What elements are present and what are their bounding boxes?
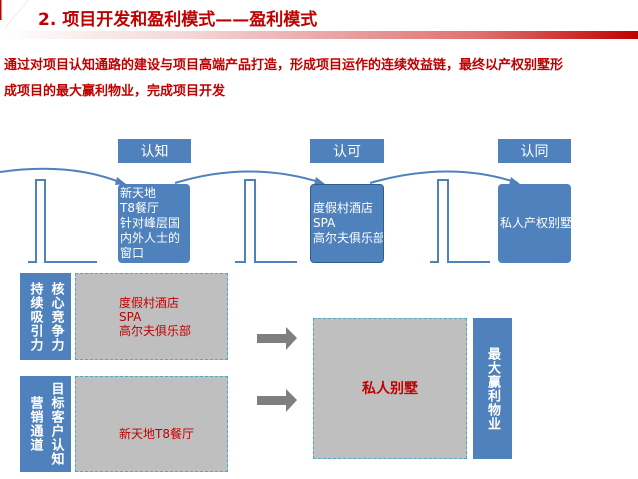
pulse-line-2 xyxy=(235,179,297,263)
arrow-right-icon xyxy=(257,389,297,412)
corner-decoration xyxy=(4,0,29,29)
intro-line-2: 成项目的最大赢利物业，完成项目开发 xyxy=(4,84,226,99)
arc-arrow-3 xyxy=(369,170,519,184)
label-target-customers: 营销通道 目标客户认知 xyxy=(20,376,71,472)
gray-box-resort: 度假村酒店 SPA 高尔夫俱乐部 xyxy=(75,273,228,360)
arrow-right-icon xyxy=(257,327,297,350)
card-line: 高尔夫俱乐部 xyxy=(313,231,384,245)
pulse-line-3 xyxy=(430,179,490,263)
box-line: 高尔夫俱乐部 xyxy=(119,324,192,338)
label-core-competitiveness: 持续吸引力 核心竞争力 xyxy=(20,273,71,360)
arc-arrow-2 xyxy=(174,170,323,184)
card-line: 私人产权别墅 xyxy=(500,216,571,230)
stage-card-2: 度假村酒店 SPA 高尔夫俱乐部 xyxy=(310,184,384,263)
label-col: 最大赢利物业 xyxy=(485,346,500,431)
card-line: T8餐厅 xyxy=(120,201,159,215)
page-title: 2. 项目开发和盈利模式——盈利模式 xyxy=(38,10,318,30)
card-line: 窗口 xyxy=(120,246,145,260)
label-col: 营销通道 xyxy=(27,396,43,452)
center-box-villa: 私人别墅 xyxy=(313,318,467,459)
intro-line-1: 通过对项目认知通路的建设与项目高端产品打造，形成项目运作的连续效益链，最终以产权… xyxy=(4,58,564,73)
card-line: 新天地 xyxy=(120,186,157,200)
label-col: 核心竞争力 xyxy=(48,281,64,352)
box-line: SPA xyxy=(119,310,142,324)
stage-label-1: 认知 xyxy=(118,139,191,163)
card-line: 针对峰层国 xyxy=(120,216,181,230)
card-line: 内外人士的 xyxy=(120,231,181,245)
pulse-line-1 xyxy=(28,179,97,263)
stage-label-2: 认可 xyxy=(310,139,384,163)
stage-card-3: 私人产权别墅 xyxy=(498,184,571,263)
title-gradient-bar xyxy=(0,31,638,39)
box-line: 新天地T8餐厅 xyxy=(119,427,194,441)
card-line: 度假村酒店 xyxy=(313,201,374,215)
stage-card-1: 新天地 T8餐厅 针对峰层国 内外人士的 窗口 xyxy=(118,184,190,263)
box-line: 度假村酒店 xyxy=(119,296,180,310)
card-line: SPA xyxy=(313,216,336,230)
label-col: 持续吸引力 xyxy=(27,281,43,352)
arc-arrow-1 xyxy=(0,167,123,184)
label-max-profit: 最大赢利物业 xyxy=(473,318,512,459)
gray-box-restaurant: 新天地T8餐厅 xyxy=(75,376,228,472)
stage-label-3: 认同 xyxy=(498,139,571,163)
label-col: 目标客户认知 xyxy=(48,382,64,466)
